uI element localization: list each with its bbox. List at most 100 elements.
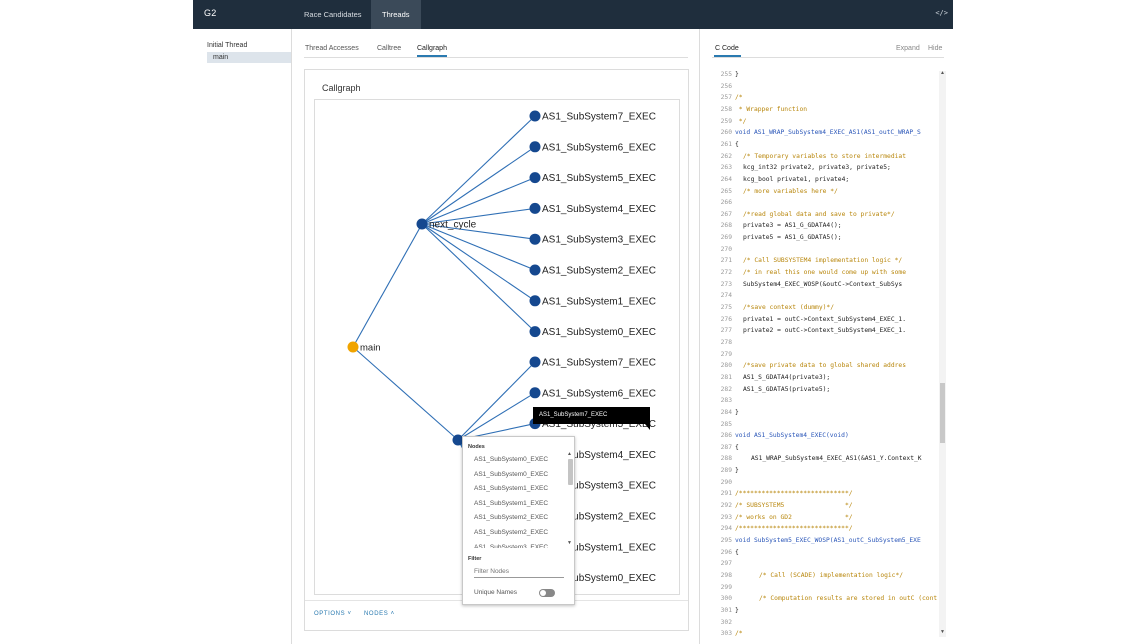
unique-names-toggle[interactable] bbox=[539, 589, 555, 597]
scroll-down-icon[interactable]: ▼ bbox=[940, 629, 945, 635]
code-text: */ bbox=[735, 117, 747, 125]
thread-item-main[interactable]: main bbox=[207, 52, 291, 63]
node-list-item[interactable]: AS1_SubSystem1_EXEC bbox=[474, 485, 549, 493]
graph-node-init-cycle[interactable] bbox=[452, 434, 464, 446]
line-number: 267 bbox=[720, 210, 732, 218]
graph-node-main[interactable] bbox=[347, 341, 359, 353]
node-list-item[interactable]: AS1_SubSystem0_EXEC bbox=[474, 470, 549, 478]
code-text: /* Temporary variables to store intermed… bbox=[743, 152, 907, 160]
nodes-button[interactable]: NODES ˄ bbox=[364, 611, 395, 617]
nodes-list-scrollbar[interactable]: ▲ ▼ bbox=[567, 451, 574, 547]
code-text: { bbox=[735, 548, 739, 556]
graph-node-a0[interactable] bbox=[529, 326, 541, 338]
code-line: 257/* bbox=[712, 92, 945, 104]
code-text: SubSystem4_EXEC_WOSP(&outC->Context_SubS… bbox=[743, 280, 903, 288]
tab-thread-accesses[interactable]: Thread Accesses bbox=[305, 45, 359, 52]
hide-button[interactable]: Hide bbox=[928, 45, 943, 52]
scroll-up-icon[interactable]: ▲ bbox=[567, 451, 572, 457]
top-navbar: G2 Race Candidates Threads </> bbox=[193, 0, 953, 29]
graph-edge bbox=[421, 223, 536, 332]
main-area: Initial Thread main Thread Accesses Call… bbox=[193, 29, 953, 644]
graph-node-a4[interactable] bbox=[529, 202, 541, 214]
tab-threads[interactable]: Threads bbox=[371, 0, 421, 29]
options-button[interactable]: OPTIONS ˅ bbox=[314, 611, 352, 617]
graph-node-b7[interactable] bbox=[529, 356, 541, 368]
node-list-item[interactable]: AS1_SubSystem2_EXEC bbox=[474, 514, 549, 522]
line-number: 269 bbox=[720, 234, 732, 242]
line-number: 266 bbox=[720, 199, 732, 207]
node-list-item[interactable]: AS1_SubSystem0_EXEC bbox=[474, 456, 549, 463]
line-number: 271 bbox=[720, 257, 732, 265]
scroll-up-icon[interactable]: ▲ bbox=[940, 70, 945, 76]
code-line: 261{ bbox=[712, 139, 945, 151]
graph-node-a5[interactable] bbox=[529, 172, 541, 184]
code-line: 274 bbox=[712, 290, 945, 302]
scroll-thumb[interactable] bbox=[568, 459, 573, 485]
code-view-icon[interactable]: </> bbox=[935, 9, 948, 17]
line-number: 294 bbox=[720, 525, 732, 533]
tab-calltree[interactable]: Calltree bbox=[377, 45, 402, 52]
code-line: 301} bbox=[712, 605, 945, 617]
code-line: 302 bbox=[712, 617, 945, 629]
graph-node-label: AS1_SubSystem7_EXEC bbox=[542, 358, 656, 369]
code-line: 297 bbox=[712, 558, 945, 570]
code-text: /*****************************/ bbox=[735, 525, 853, 533]
graph-node-a3[interactable] bbox=[529, 233, 541, 245]
code-line: 272/* in real this one would come up wit… bbox=[712, 267, 945, 279]
graph-node-b6[interactable] bbox=[529, 387, 541, 399]
line-number: 295 bbox=[720, 537, 732, 544]
scroll-down-icon[interactable]: ▼ bbox=[567, 540, 572, 546]
code-scrollbar[interactable]: ▲ ▼ bbox=[939, 70, 946, 637]
graph-edge bbox=[457, 361, 536, 441]
graph-edge bbox=[421, 146, 536, 225]
code-scroll-thumb[interactable] bbox=[940, 383, 945, 443]
line-number: 281 bbox=[720, 373, 732, 381]
nodes-popup-header: Nodes bbox=[468, 444, 485, 450]
code-line: 293/* works on GD2 */ bbox=[712, 512, 945, 524]
graph-node-label: main bbox=[360, 343, 381, 354]
line-number: 263 bbox=[720, 164, 732, 172]
graph-node-a6[interactable] bbox=[529, 141, 541, 153]
graph-node-a2[interactable] bbox=[529, 264, 541, 276]
filter-nodes-input[interactable] bbox=[474, 566, 564, 578]
tab-c-code[interactable]: C Code bbox=[714, 45, 741, 57]
tab-divider bbox=[304, 57, 688, 58]
code-text: AS1_S_GDATA5(private5); bbox=[743, 385, 831, 393]
line-number: 280 bbox=[720, 362, 732, 370]
graph-node-label: AS1_SubSystem0_EXEC bbox=[542, 573, 656, 584]
thread-item-initial[interactable]: Initial Thread bbox=[207, 42, 248, 49]
graph-node-label: AS1_SubSystem6_EXEC bbox=[542, 142, 656, 153]
nodes-list[interactable]: AS1_SubSystem0_EXEC AS1_SubSystem0_EXEC AS… bbox=[463, 453, 566, 548]
code-text: } bbox=[735, 408, 739, 416]
line-number: 275 bbox=[720, 304, 732, 311]
line-number: 265 bbox=[720, 187, 732, 195]
line-number: 261 bbox=[720, 140, 732, 148]
graph-node-a7[interactable] bbox=[529, 110, 541, 122]
code-text: /* in real this one would come up with s… bbox=[743, 269, 907, 277]
graph-node-a1[interactable] bbox=[529, 295, 541, 307]
graph-node-next-cycle[interactable] bbox=[416, 218, 428, 230]
line-number: 298 bbox=[720, 571, 732, 579]
code-line: 256 bbox=[712, 81, 945, 93]
node-list-item[interactable]: AS1_SubSystem3_EXEC bbox=[474, 543, 549, 548]
graph-edge bbox=[352, 346, 459, 441]
expand-button[interactable]: Expand bbox=[896, 45, 920, 52]
tab-callgraph[interactable]: Callgraph bbox=[417, 45, 447, 57]
tab-race-candidates[interactable]: Race Candidates bbox=[304, 10, 362, 19]
code-text: /* Call (SCADE) implementation logic*/ bbox=[759, 571, 904, 579]
node-list-item[interactable]: AS1_SubSystem2_EXEC bbox=[474, 528, 549, 536]
line-number: 260 bbox=[720, 129, 732, 137]
code-text: * Wrapper function bbox=[735, 105, 808, 113]
line-number: 288 bbox=[720, 455, 732, 463]
line-number: 287 bbox=[720, 443, 732, 451]
code-line: 267/*read global data and save to privat… bbox=[712, 209, 945, 221]
node-list-item[interactable]: AS1_SubSystem1_EXEC bbox=[474, 499, 549, 507]
app-brand: G2 bbox=[204, 8, 217, 18]
